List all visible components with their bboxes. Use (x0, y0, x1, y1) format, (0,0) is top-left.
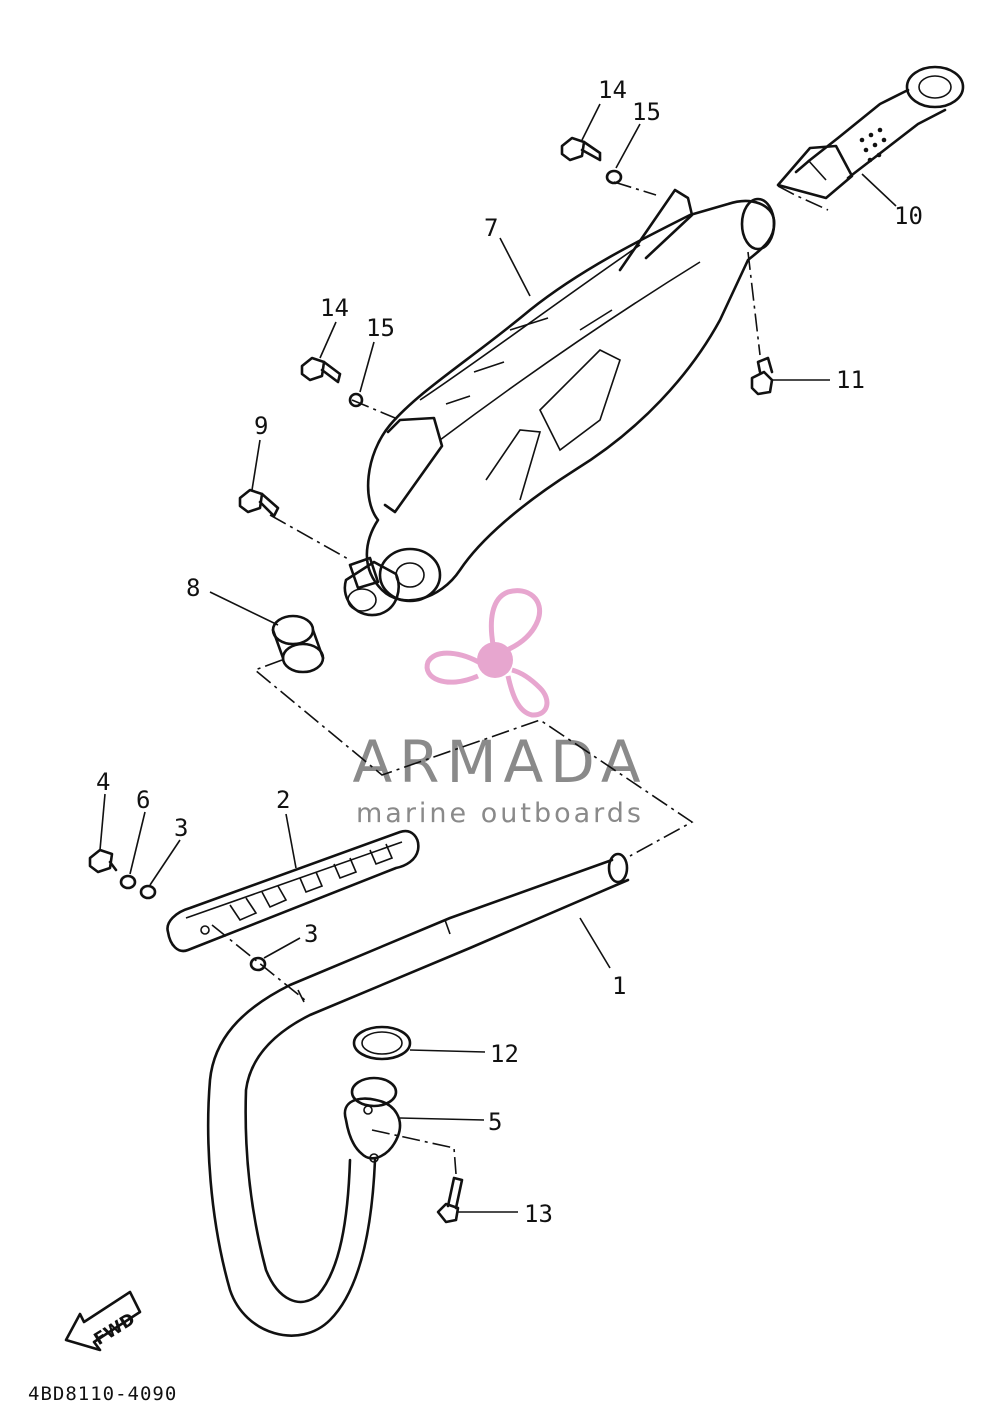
callout-14-upper: 14 (598, 76, 627, 104)
callout-1: 1 (612, 972, 626, 1000)
callout-2: 2 (276, 786, 290, 814)
callout-12: 12 (490, 1040, 519, 1068)
callout-14-lower: 14 (320, 294, 349, 322)
callout-3-lower: 3 (304, 920, 318, 948)
callout-11: 11 (836, 366, 865, 394)
callout-10: 10 (894, 202, 923, 230)
propeller-logo-icon (424, 588, 550, 718)
callout-15-lower: 15 (366, 314, 395, 342)
part-2-protector (166, 829, 420, 953)
part-3-washer-upper (139, 884, 157, 900)
assembly-lines (211, 181, 829, 1175)
fwd-arrow-icon: FWD (64, 1290, 142, 1352)
part-4-bolt (88, 848, 118, 874)
leader-lines (99, 103, 897, 1213)
callout-13: 13 (524, 1200, 553, 1228)
part-9-bolt (238, 488, 280, 518)
callout-7: 7 (484, 214, 498, 242)
callout-5: 5 (488, 1108, 502, 1136)
part-10-tail-pipe (776, 65, 965, 200)
fwd-label: FWD (91, 1309, 139, 1350)
reference-code: 4BD8110-4090 (28, 1383, 177, 1405)
callout-9: 9 (254, 412, 268, 440)
callout-6: 6 (136, 786, 150, 814)
part-5-flange (343, 1076, 402, 1163)
callout-8: 8 (186, 574, 200, 602)
armada-watermark: ARMADA marine outboards (352, 588, 647, 829)
part-15-washer-upper (605, 169, 623, 185)
callouts: 14 15 10 7 14 15 11 9 8 4 6 3 2 3 1 12 5… (96, 76, 923, 1228)
part-11-bolt (750, 356, 774, 396)
part-13-bolt (436, 1176, 464, 1224)
callout-4: 4 (96, 768, 110, 796)
part-7-muffler (343, 188, 776, 617)
part-14-bolt-lower (300, 356, 342, 384)
part-8-gasket (271, 614, 325, 674)
callout-3-upper: 3 (174, 814, 188, 842)
watermark-tagline: marine outboards (356, 798, 644, 829)
watermark-brand: ARMADA (352, 728, 647, 796)
part-6-washer (119, 874, 137, 890)
part-1-exhaust-pipe (206, 852, 630, 1337)
part-3-washer-lower (249, 956, 267, 972)
callout-15-upper: 15 (632, 98, 661, 126)
part-12-gasket (352, 1025, 412, 1061)
part-14-bolt-upper (560, 136, 602, 162)
part-15-washer-lower (348, 392, 364, 408)
